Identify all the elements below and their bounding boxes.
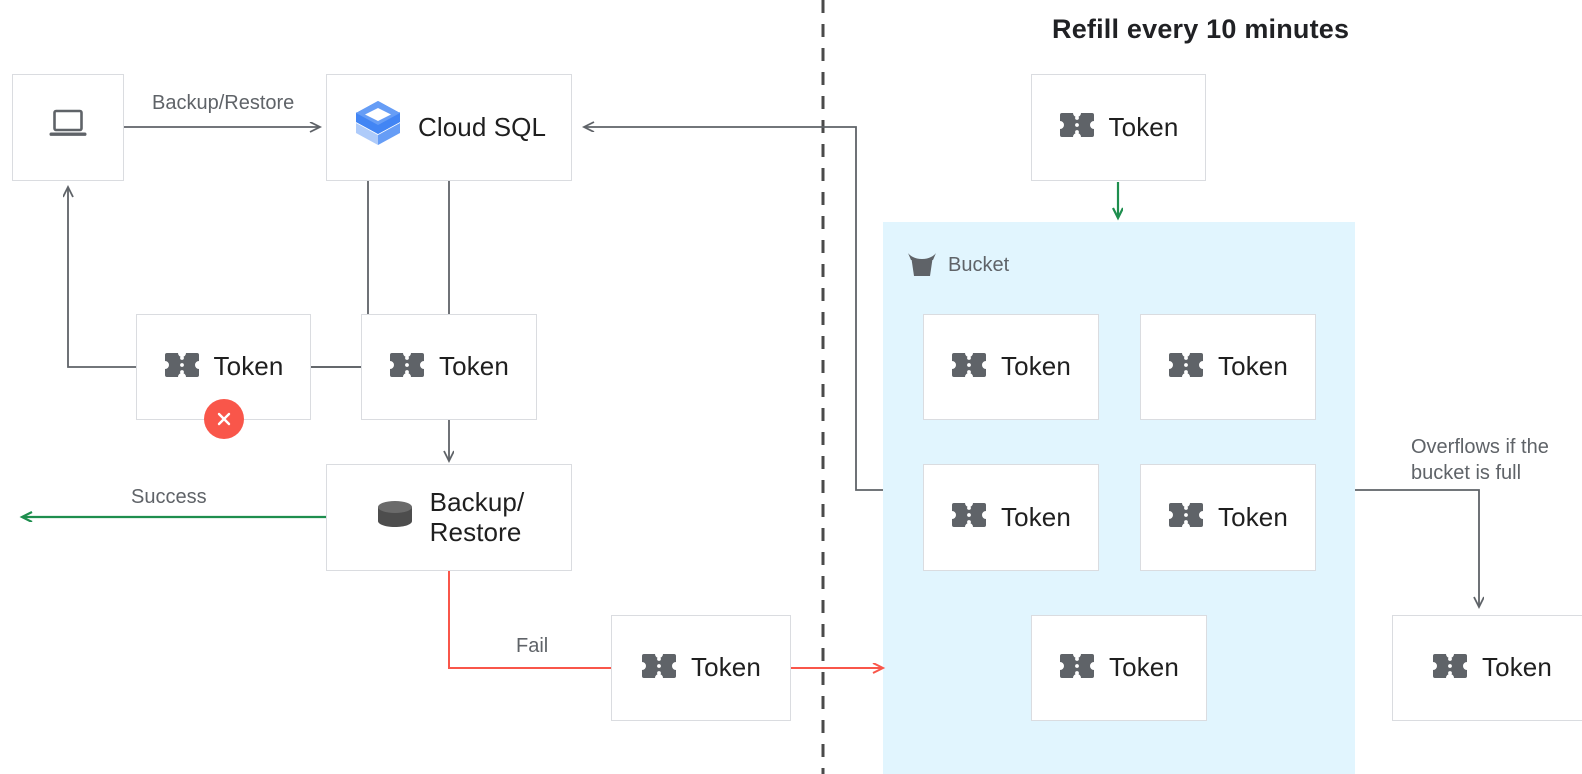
edge-label-backup-restore: Backup/Restore xyxy=(152,92,295,114)
edge-bucket-to-cloudsql xyxy=(584,127,883,491)
token-icon xyxy=(1059,110,1095,145)
edge-bucket-overflow xyxy=(1355,489,1479,607)
node-bucket-token-5[interactable]: Token xyxy=(1031,615,1207,721)
node-token-fail-out[interactable]: Token xyxy=(611,615,791,721)
token-icon xyxy=(1168,350,1204,385)
node-label-token-consumed: Token xyxy=(439,351,509,382)
token-icon xyxy=(951,500,987,535)
edge-label-fail: Fail xyxy=(516,635,549,657)
bucket-header: Bucket xyxy=(906,248,1009,283)
node-label-bucket-token-5: Token xyxy=(1109,652,1179,683)
token-icon xyxy=(389,350,425,385)
node-bucket-token-3[interactable]: Token xyxy=(923,464,1099,571)
node-label-cloud-sql: Cloud SQL xyxy=(417,111,547,142)
node-label-token-failed: Token xyxy=(213,351,284,382)
node-label-bucket-token-3: Token xyxy=(1001,501,1071,532)
diagram-title: Refill every 10 minutes xyxy=(1052,14,1350,44)
node-backup-restore[interactable]: Backup/ Restore xyxy=(326,464,572,571)
node-bucket-token-4[interactable]: Token xyxy=(1140,464,1316,571)
token-icon xyxy=(951,350,987,385)
node-label-bucket-token-4: Token xyxy=(1218,501,1288,532)
node-cloud-sql[interactable]: Cloud SQL xyxy=(326,74,572,181)
node-token-overflow[interactable]: Token xyxy=(1392,615,1582,721)
close-icon xyxy=(217,412,231,426)
node-bucket-token-2[interactable]: Token xyxy=(1140,314,1316,420)
node-label-backup-restore: Backup/ Restore xyxy=(429,486,525,547)
token-icon xyxy=(1059,651,1095,686)
error-x-badge xyxy=(204,399,244,439)
node-label-bucket-token-2: Token xyxy=(1218,351,1288,382)
cloud-sql-icon xyxy=(352,97,404,158)
edge-label-overflow: Overflows if the bucket is full xyxy=(1411,436,1549,484)
node-laptop[interactable] xyxy=(12,74,124,181)
node-label-token-fail-out: Token xyxy=(691,652,761,683)
database-icon xyxy=(374,498,416,537)
bucket-label: Bucket xyxy=(948,254,1010,276)
node-token-consumed[interactable]: Token xyxy=(361,314,537,420)
node-label-bucket-token-1: Token xyxy=(1001,351,1071,382)
token-icon xyxy=(641,651,677,686)
bucket-icon xyxy=(906,248,938,283)
node-label-token-overflow: Token xyxy=(1482,652,1552,683)
token-icon xyxy=(164,350,200,385)
node-label-token-refill: Token xyxy=(1108,111,1179,142)
node-bucket-token-1[interactable]: Token xyxy=(923,314,1099,420)
edge-label-success: Success xyxy=(131,486,207,508)
laptop-icon xyxy=(48,108,88,147)
token-icon xyxy=(1432,651,1468,686)
token-icon xyxy=(1168,500,1204,535)
node-token-refill[interactable]: Token xyxy=(1031,74,1206,181)
